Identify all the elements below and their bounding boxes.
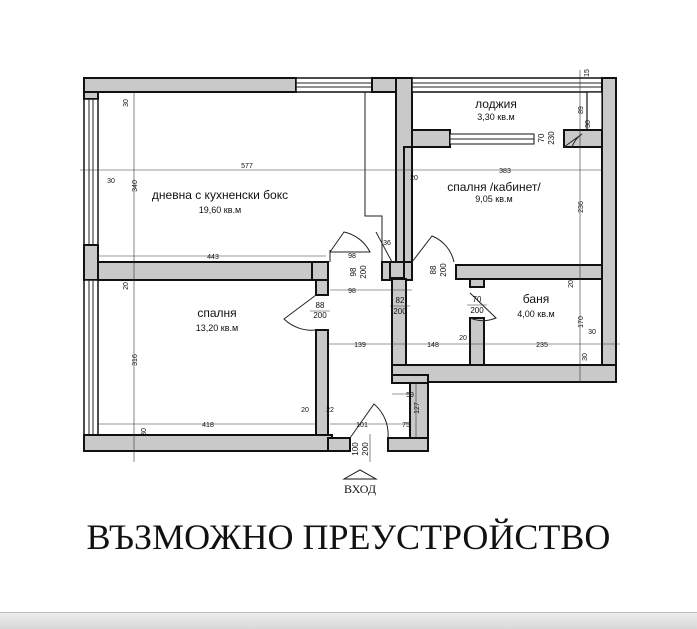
dim-340: 340 (132, 180, 139, 192)
dim-127: 127 (414, 402, 421, 414)
dim-30e: 30 (588, 329, 596, 336)
dim-577: 577 (241, 163, 253, 170)
living-room-name: дневна с кухненски бокс (152, 188, 288, 202)
door6-width: 100 (351, 442, 360, 456)
dim-98b: 98 (348, 288, 356, 295)
entrance-marker (342, 469, 378, 480)
loggia-area: 3,30 кв.м (477, 112, 514, 122)
door7-width: 70 (537, 133, 546, 142)
door2-width: 98 (349, 267, 358, 276)
dim-20b: 20 (123, 282, 130, 290)
dim-15: 15 (584, 69, 591, 77)
door1-width: 88 (316, 301, 325, 310)
bedroom2-area: 9,05 кв.м (475, 194, 512, 204)
dim-443: 443 (207, 254, 219, 261)
door6-height: 200 (361, 442, 370, 456)
dim-139: 139 (354, 342, 366, 349)
loggia-name: лоджия (475, 97, 517, 111)
dim-383: 383 (499, 168, 511, 175)
dim-148: 148 (427, 342, 439, 349)
dim-59: 59 (406, 392, 414, 399)
dim-316: 316 (132, 354, 139, 366)
door5-height: 200 (470, 306, 484, 315)
dim-101: 101 (356, 422, 368, 429)
dim-30f: 30 (582, 353, 589, 361)
floor-plan: дневна с кухненски бокс 19,60 кв.м лоджи… (80, 69, 620, 496)
door4-height: 200 (393, 307, 407, 316)
living-room-area: 19,60 кв.м (199, 205, 241, 215)
door7-height: 230 (547, 131, 556, 145)
dim-20d: 20 (459, 335, 467, 342)
bath-name: баня (523, 292, 549, 306)
door5-width: 70 (473, 295, 482, 304)
dim-98a: 98 (348, 253, 356, 260)
plan-title: ВЪЗМОЖНО ПРЕУСТРОЙСТВО (86, 517, 611, 557)
dim-30b: 30 (107, 178, 115, 185)
dim-20e: 20 (568, 280, 575, 288)
dim-170: 170 (578, 316, 585, 328)
interior-lines (97, 92, 383, 262)
dim-20a: 20 (410, 175, 418, 182)
dim-89: 89 (578, 106, 585, 114)
dim-36: 36 (383, 240, 391, 247)
bedroom1-name: спалня (197, 306, 236, 320)
dim-22: 22 (326, 407, 334, 414)
dimension-lines (80, 70, 620, 462)
entrance-label: ВХОД (344, 482, 376, 496)
bottom-bar (0, 612, 697, 629)
walls (83, 77, 617, 452)
door3-width: 88 (429, 265, 438, 274)
dim-20c: 20 (301, 407, 309, 414)
dim-235: 235 (536, 342, 548, 349)
dim-30c: 30 (141, 428, 148, 436)
door4-width: 82 (396, 296, 405, 305)
bedroom2-name: спалня /кабинет/ (447, 180, 541, 194)
bedroom1-area: 13,20 кв.м (196, 323, 238, 333)
bath-area: 4,00 кв.м (517, 309, 554, 319)
doors (283, 133, 583, 439)
dim-236: 236 (578, 201, 585, 213)
door1-height: 200 (313, 311, 327, 320)
dim-418: 418 (202, 422, 214, 429)
door2-height: 200 (359, 265, 368, 279)
dim-30d: 30 (585, 120, 592, 128)
dim-75: 75 (402, 422, 410, 429)
door3-height: 200 (439, 263, 448, 277)
dim-30a: 30 (123, 99, 130, 107)
